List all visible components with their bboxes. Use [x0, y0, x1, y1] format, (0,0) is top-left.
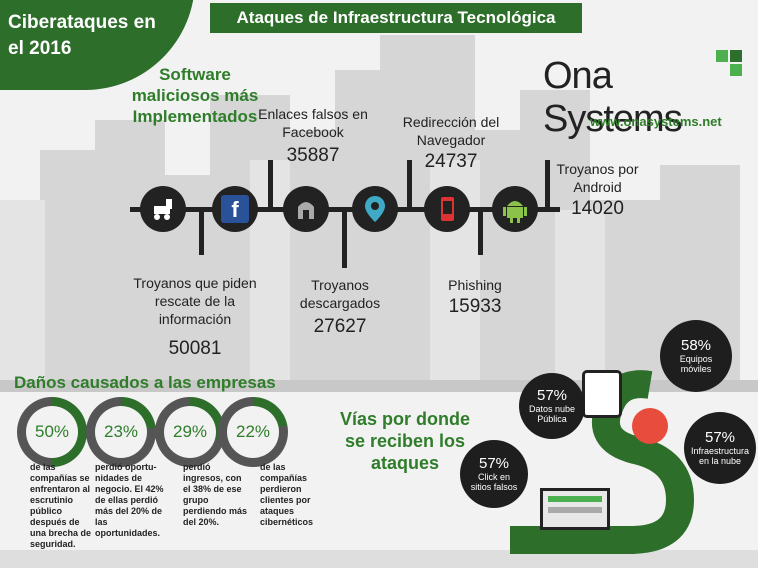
stat-troyanos-android: Troyanos por Android 14020 [550, 160, 645, 220]
donut-percent: 22% [227, 406, 279, 458]
stat-label: Redirección del Navegador [402, 114, 500, 148]
via-percent: 57% [704, 429, 736, 446]
donut-22: 22% [218, 397, 288, 467]
via-percent: 58% [680, 337, 712, 354]
via-infraestructura-nube: 57% Infraestructura en la nube [684, 412, 756, 484]
android-icon [492, 186, 538, 232]
stat-value: 27627 [313, 316, 367, 337]
via-label: Equipos móviles [679, 354, 713, 374]
stat-value: 15933 [448, 296, 502, 317]
malware-section-title: Software maliciosos más Implementados [131, 65, 259, 126]
facebook-icon: f [212, 186, 258, 232]
phone-redirect-icon [424, 186, 470, 232]
stat-label: Troyanos que piden rescate de la informa… [133, 275, 257, 327]
stat-label: Enlaces falsos en Facebook [258, 106, 368, 140]
brand-squares-icon [716, 50, 744, 78]
brand-name: Ona Systems [543, 55, 683, 140]
donut-29: 29% [155, 397, 225, 467]
timeline-line [130, 207, 560, 212]
stat-redireccion: Redirección del Navegador 24737 [395, 113, 507, 173]
year-badge-text: Ciberataques en el 2016 [8, 12, 156, 59]
donut-percent: 29% [164, 406, 216, 458]
via-label: Click en sitios falsos [470, 472, 518, 492]
donut-50: 50% [17, 397, 87, 467]
connector-line [199, 210, 204, 255]
stat-label: Troyanos descargados [299, 277, 381, 311]
page-title: Ataques de Infraestructura Tecnológica [210, 3, 582, 33]
stat-phishing: Phishing 15933 [430, 276, 520, 318]
via-datos-nube: 57% Datos nube Pública [519, 373, 585, 439]
stat-label: Troyanos por Android [556, 161, 639, 195]
damage-text: de las compañías se enfrentaron al escru… [30, 462, 92, 549]
damage-text: perdió ingresos, con el 38% de ese grupo… [183, 462, 248, 527]
connector-line [407, 160, 412, 208]
donut-percent: 23% [95, 406, 147, 458]
brand-logo: Ona Systems [543, 55, 743, 141]
location-pin-icon [352, 186, 398, 232]
connector-line [478, 210, 483, 255]
connector-line [342, 210, 347, 268]
via-percent: 57% [536, 387, 568, 404]
donut-23: 23% [86, 397, 156, 467]
donut-percent: 50% [26, 406, 78, 458]
laptop-icon [540, 488, 610, 530]
stat-enlaces-facebook: Enlaces falsos en Facebook 35887 [258, 105, 368, 167]
via-label: Datos nube Pública [528, 404, 576, 424]
cloud-pin-icon [632, 408, 668, 444]
damage-text: perdió oportu-nidades de negocio. El 42%… [95, 462, 164, 538]
stat-label: Phishing [448, 277, 502, 293]
via-click-sitios: 57% Click en sitios falsos [460, 440, 528, 508]
via-percent: 57% [478, 455, 510, 472]
via-equipos-moviles: 58% Equipos móviles [660, 320, 732, 392]
damages-section-title: Daños causados a las empresas [14, 373, 276, 392]
stat-value: 50081 [168, 338, 222, 359]
stat-value: 35887 [286, 145, 340, 166]
via-label: Infraestructura en la nube [690, 446, 750, 466]
spartan-helmet-icon [283, 186, 329, 232]
stat-troyanos-descargados: Troyanos descargados 27627 [290, 276, 390, 338]
stat-value: 14020 [571, 198, 624, 219]
phone-chart-icon [582, 370, 622, 418]
stat-value: 24737 [424, 151, 478, 172]
connector-line [268, 160, 273, 208]
vias-section-title: Vías por donde se reciben los ataques [339, 409, 471, 473]
brand-url: www.onasystems.net [590, 114, 722, 129]
stat-troyanos-rescate: Troyanos que piden rescate de la informa… [130, 274, 260, 360]
connector-line [545, 160, 550, 208]
trojan-horse-icon [140, 186, 186, 232]
damage-text: de las compañías perdieron clientes por … [260, 462, 314, 527]
